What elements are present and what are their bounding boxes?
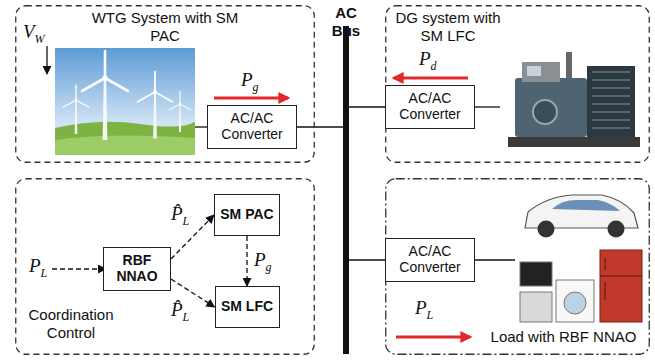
radiator-fins — [592, 72, 630, 128]
control-panel — [522, 62, 560, 82]
grass — [55, 135, 195, 155]
dashed-border — [16, 6, 315, 163]
group-heading: DG system with SM LFC — [393, 9, 503, 45]
microwave — [520, 292, 552, 322]
symbol-base: P — [29, 255, 41, 276]
input-arrow — [52, 268, 106, 269]
box-label: SM LFC — [221, 299, 273, 315]
power-arrow — [396, 336, 470, 339]
dashed-border — [386, 179, 650, 355]
bus-link — [349, 259, 385, 260]
car-wheel — [538, 221, 555, 238]
symbol-subscript: g — [253, 80, 259, 94]
signal-arrow — [246, 236, 247, 286]
bus-link — [349, 106, 385, 107]
turbine — [138, 72, 173, 139]
bus-bar: AC Bus — [343, 26, 349, 354]
fridge — [600, 250, 642, 322]
symbol-subscript: L — [41, 266, 48, 280]
tv — [520, 262, 552, 286]
group-heading: Load with RBF NNAO — [481, 328, 646, 346]
process-box: RBF NNAO — [103, 247, 171, 291]
signal-label: Pg — [240, 70, 260, 93]
car-window — [552, 200, 620, 211]
signal-label: P̂L — [170, 204, 190, 227]
flywheel — [533, 100, 557, 124]
group-heading: WTG System with SM PAC — [85, 9, 245, 45]
box-label: SM PAC — [220, 207, 273, 223]
washer — [556, 280, 594, 322]
sky — [55, 48, 195, 155]
bus-link — [297, 126, 343, 127]
process-box: AC/AC Converter — [385, 85, 475, 129]
process-box: AC/AC Converter — [207, 105, 297, 149]
box-label: AC/AC Converter — [208, 111, 296, 142]
symbol-subscript: W — [35, 32, 45, 46]
group-box: DG system with SM LFC AC/AC Converter — [385, 5, 650, 163]
signal-label: PL — [414, 298, 434, 321]
power-arrow — [214, 97, 288, 100]
box-label: AC/AC Converter — [386, 91, 474, 122]
generator-picture — [508, 52, 640, 147]
dashed-border — [16, 179, 315, 355]
signal-label: P̂L — [170, 300, 190, 323]
symbol-subscript: g — [266, 260, 272, 274]
wires — [47, 46, 515, 269]
turbine — [170, 92, 191, 132]
process-box: SM LFC — [215, 286, 280, 328]
symbol-subscript: L — [183, 310, 190, 324]
box-label: AC/AC Converter — [386, 244, 474, 275]
engine-body — [515, 78, 587, 137]
signal-label: PL — [28, 256, 48, 279]
symbol-base: V — [23, 21, 35, 42]
process-box: AC/AC Converter — [385, 238, 475, 282]
turbine — [63, 85, 88, 134]
group-box: Load with RBF NNAO AC/AC Converter — [385, 178, 650, 355]
symbol-subscript: L — [183, 214, 190, 228]
wire — [470, 259, 515, 260]
turbine — [82, 51, 128, 140]
group-heading: AC Bus — [319, 4, 373, 40]
power-arrow — [394, 77, 468, 80]
symbol-subscript: d — [431, 59, 437, 73]
symbol-base: P̂ — [171, 203, 183, 224]
load-picture — [520, 195, 642, 322]
symbol-base: P̂ — [171, 299, 183, 320]
symbol-base: P — [254, 249, 266, 270]
car-wheel — [608, 221, 625, 238]
group-heading: Coordination Control — [21, 306, 121, 342]
dashed-border — [386, 6, 650, 163]
wind-arrow — [46, 46, 47, 74]
signal-label: Pg — [253, 250, 273, 273]
symbol-subscript: L — [427, 308, 434, 322]
radiator — [587, 66, 635, 137]
exhaust-pipe — [566, 52, 572, 78]
fridge-lines — [600, 258, 642, 300]
symbol-base: P — [415, 297, 427, 318]
signal-label: Pd — [418, 49, 438, 72]
washer-door — [564, 292, 586, 314]
box-label: RBF NNAO — [104, 253, 170, 284]
process-box: SM PAC — [214, 194, 280, 236]
generator-base — [508, 137, 640, 147]
panel-screen — [527, 66, 541, 76]
group-box: WTG System with SM PAC AC/AC Converter — [15, 5, 315, 163]
symbol-base: P — [241, 69, 253, 90]
signal-label: VW — [22, 22, 46, 45]
symbol-base: P — [419, 48, 431, 69]
wind-farm-picture — [55, 48, 195, 155]
